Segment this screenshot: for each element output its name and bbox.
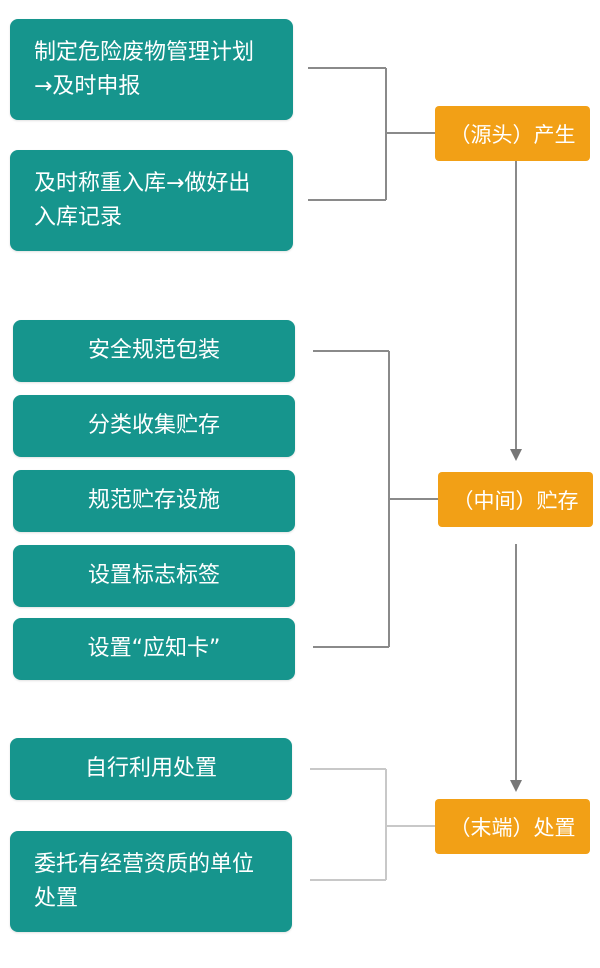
source-item-plan-report-label: 制定危险废物管理计划→及时申报	[34, 39, 255, 99]
disposal-item-licensed-unit: 委托有经营资质的单位处置	[10, 831, 292, 932]
stage-end-disposal-label: （末端）处置	[449, 815, 576, 840]
stage-middle-storage-label: （中间）贮存	[452, 488, 579, 513]
source-item-weigh-record: 及时称重入库→做好出入库记录	[10, 150, 293, 251]
storage-item-packaging-label: 安全规范包装	[87, 338, 220, 363]
stage-end-disposal: （末端）处置	[435, 799, 590, 854]
disposal-bracket	[310, 768, 436, 881]
storage-item-signs-labels: 设置标志标签	[13, 545, 295, 607]
storage-item-info-card: 设置“应知卡”	[13, 618, 295, 680]
stage-source-generation: （源头）产生	[435, 106, 590, 161]
stage-source-generation-label: （源头）产生	[449, 122, 576, 147]
storage-item-packaging: 安全规范包装	[13, 320, 295, 382]
disposal-item-licensed-unit-label: 委托有经营资质的单位处置	[34, 851, 255, 911]
source-bracket	[308, 67, 436, 201]
storage-item-info-card-label: 设置“应知卡”	[87, 636, 221, 661]
storage-item-classified-storage: 分类收集贮存	[13, 395, 295, 457]
storage-item-facilities: 规范贮存设施	[13, 470, 295, 532]
storage-item-signs-labels-label: 设置标志标签	[87, 563, 220, 588]
source-item-plan-report: 制定危险废物管理计划→及时申报	[10, 19, 293, 120]
storage-item-facilities-label: 规范贮存设施	[87, 488, 220, 513]
storage-bracket	[313, 350, 438, 648]
disposal-item-self-utilization-label: 自行利用处置	[84, 756, 217, 781]
source-item-weigh-record-label: 及时称重入库→做好出入库记录	[34, 170, 251, 230]
stage-middle-storage: （中间）贮存	[438, 472, 593, 527]
storage-item-classified-storage-label: 分类收集贮存	[87, 413, 220, 438]
disposal-item-self-utilization: 自行利用处置	[10, 738, 292, 800]
